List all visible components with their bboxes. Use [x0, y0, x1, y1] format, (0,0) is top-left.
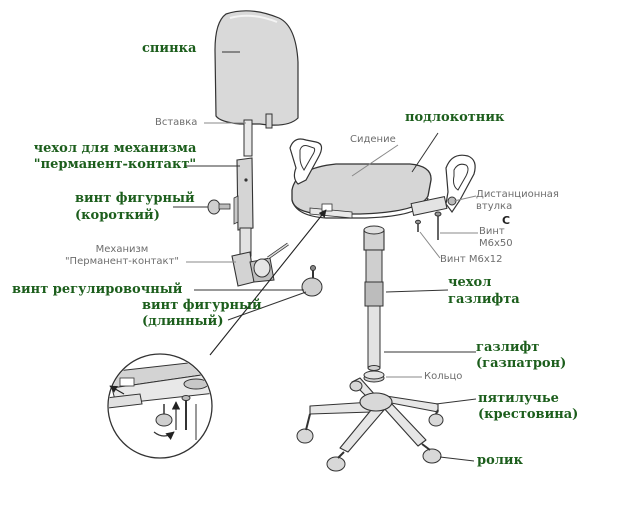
label-distance-1: Дистанционная — [476, 189, 559, 200]
label-distance-2: втулка — [476, 201, 513, 212]
label-rolik: ролик — [477, 453, 523, 468]
label-chehol-mechanism-1: чехол для механизма — [33, 141, 197, 156]
ring-part — [363, 370, 385, 383]
mechanism-cover — [233, 157, 254, 231]
label-vint-m6x50-1: Винт — [479, 226, 505, 237]
right-armrest — [410, 154, 476, 240]
leader-lines — [173, 51, 478, 462]
label-chehol-gaz-1: чехол — [448, 275, 492, 290]
gas-lift — [363, 225, 385, 371]
label-vint-fig-dlin-2: (длинный) — [142, 314, 224, 329]
label-pyatiluche-2: (крестовина) — [478, 407, 579, 422]
label-vint-regul: винт регулировочный — [12, 282, 183, 297]
label-vint-fig-korot-2: (короткий) — [75, 208, 160, 223]
label-vint-m6x12: Винт М6x12 — [440, 254, 503, 265]
adjusting-screw-part — [301, 265, 323, 297]
label-chehol-gaz-2: газлифта — [448, 292, 520, 307]
label-kolco: Кольцо — [424, 371, 463, 382]
seat — [291, 163, 432, 219]
label-vstavka: Вставка — [155, 117, 198, 128]
label-mechanism-2: "Перманент-контакт" — [64, 256, 180, 267]
mechanism-part — [231, 227, 289, 287]
short-screw-part — [207, 199, 231, 215]
label-vint-fig-dlin-1: винт фигурный — [142, 298, 262, 313]
left-armrest — [289, 138, 323, 185]
backrest — [214, 10, 299, 157]
label-vint-m6x50-2: М6x50 — [479, 238, 513, 249]
inset-detail — [107, 353, 213, 459]
five-star-base — [309, 377, 439, 453]
inset-pointer-arrow — [209, 209, 327, 356]
label-gazlift-1: газлифт — [476, 340, 540, 355]
label-pyatiluche-1: пятилучье — [478, 391, 559, 406]
label-podlokotnik: подлокотник — [405, 110, 505, 125]
label-spinka: спинка — [142, 41, 197, 56]
label-chehol-mechanism-2: "перманент-контакт" — [33, 157, 197, 172]
label-vint-fig-korot-1: винт фигурный — [75, 191, 195, 206]
label-mechanism-1: Механизм — [95, 244, 149, 255]
label-c: C — [502, 214, 511, 227]
casters — [296, 380, 444, 472]
label-sidenie: Сидение — [350, 134, 396, 145]
label-gazlift-2: (газпатрон) — [476, 356, 567, 371]
